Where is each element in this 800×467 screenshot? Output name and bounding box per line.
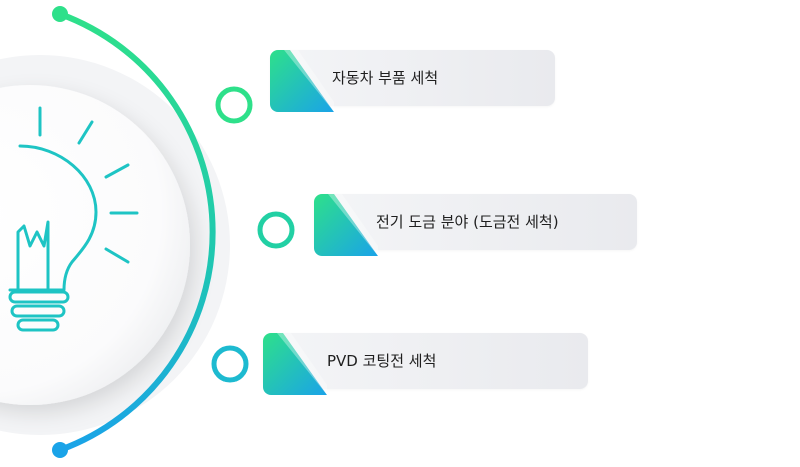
timeline-arc [57, 11, 216, 453]
card-accent-2 [314, 194, 378, 256]
node-2 [257, 211, 295, 249]
node-1 [215, 86, 253, 124]
arc-start-dot [52, 6, 68, 22]
item-card-3: PVD 코팅전 세척 [263, 333, 588, 395]
inner-disc [0, 85, 190, 405]
card-accent-3 [263, 333, 327, 395]
item-card-1: 자동차 부품 세척 [270, 50, 555, 112]
item-label-3: PVD 코팅전 세척 [327, 352, 437, 370]
lightbulb-icon [8, 106, 139, 332]
item-label-2: 전기 도금 분야 (도금전 세척) [376, 213, 559, 231]
item-label-1: 자동차 부품 세척 [332, 69, 439, 87]
card-accent-1 [270, 50, 334, 112]
node-3 [211, 345, 249, 383]
item-card-2: 전기 도금 분야 (도금전 세척) [314, 194, 637, 256]
arc-end-dot [52, 442, 68, 458]
